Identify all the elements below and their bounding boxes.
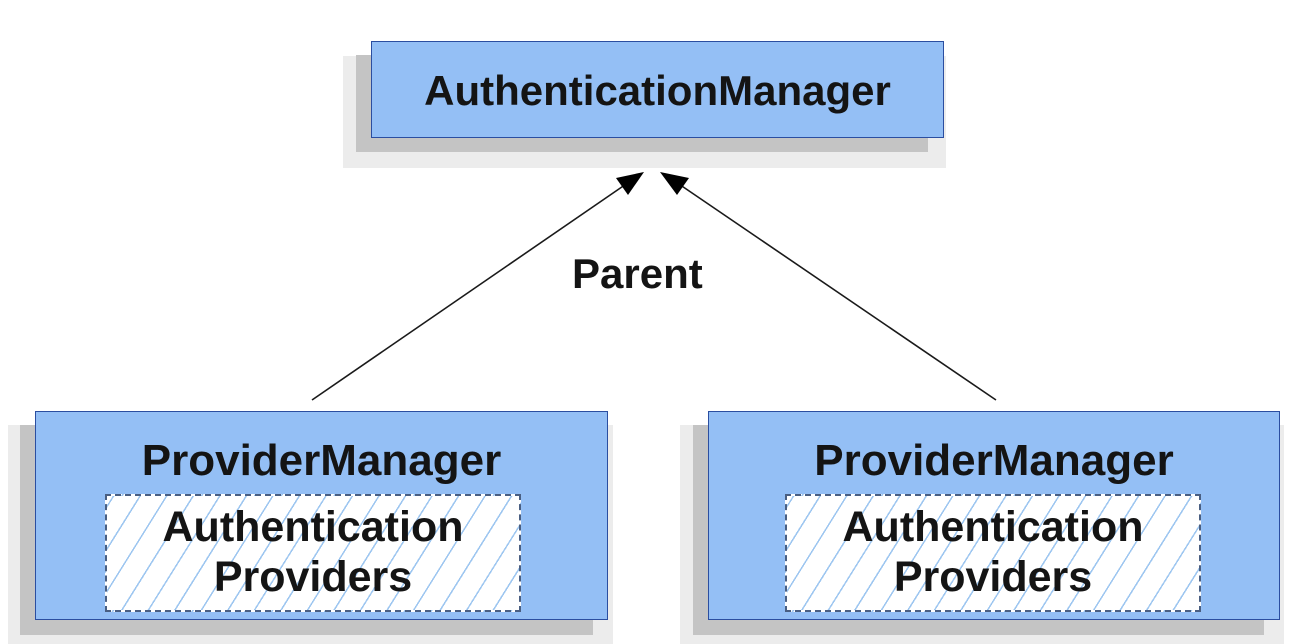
authentication-providers-right-line2: Providers bbox=[893, 553, 1093, 601]
authentication-providers-left-label: Authentication Providers bbox=[107, 502, 519, 602]
provider-manager-right-title: ProviderManager bbox=[814, 436, 1174, 485]
provider-manager-left[interactable]: ProviderManager Authentication Providers bbox=[35, 411, 608, 620]
root-node-title: AuthenticationManager bbox=[424, 67, 891, 114]
authentication-providers-left-line2: Providers bbox=[213, 553, 413, 601]
root-node[interactable]: AuthenticationManager bbox=[371, 41, 944, 138]
connector-left bbox=[311, 179, 633, 401]
edge-label-parent: Parent bbox=[572, 250, 703, 297]
authentication-providers-left[interactable]: Authentication Providers bbox=[105, 494, 521, 612]
provider-manager-left-title: ProviderManager bbox=[141, 436, 502, 485]
provider-manager-right[interactable]: ProviderManager Authentication Providers bbox=[708, 411, 1280, 620]
authentication-providers-left-line1: Authentication bbox=[162, 503, 464, 551]
authentication-providers-right-label: Authentication Providers bbox=[787, 502, 1199, 602]
arrowhead-right-icon bbox=[660, 172, 689, 195]
authentication-providers-right[interactable]: Authentication Providers bbox=[785, 494, 1201, 612]
authentication-providers-right-line1: Authentication bbox=[842, 503, 1144, 551]
connector-right bbox=[672, 179, 997, 401]
arrowhead-left-icon bbox=[616, 172, 644, 195]
